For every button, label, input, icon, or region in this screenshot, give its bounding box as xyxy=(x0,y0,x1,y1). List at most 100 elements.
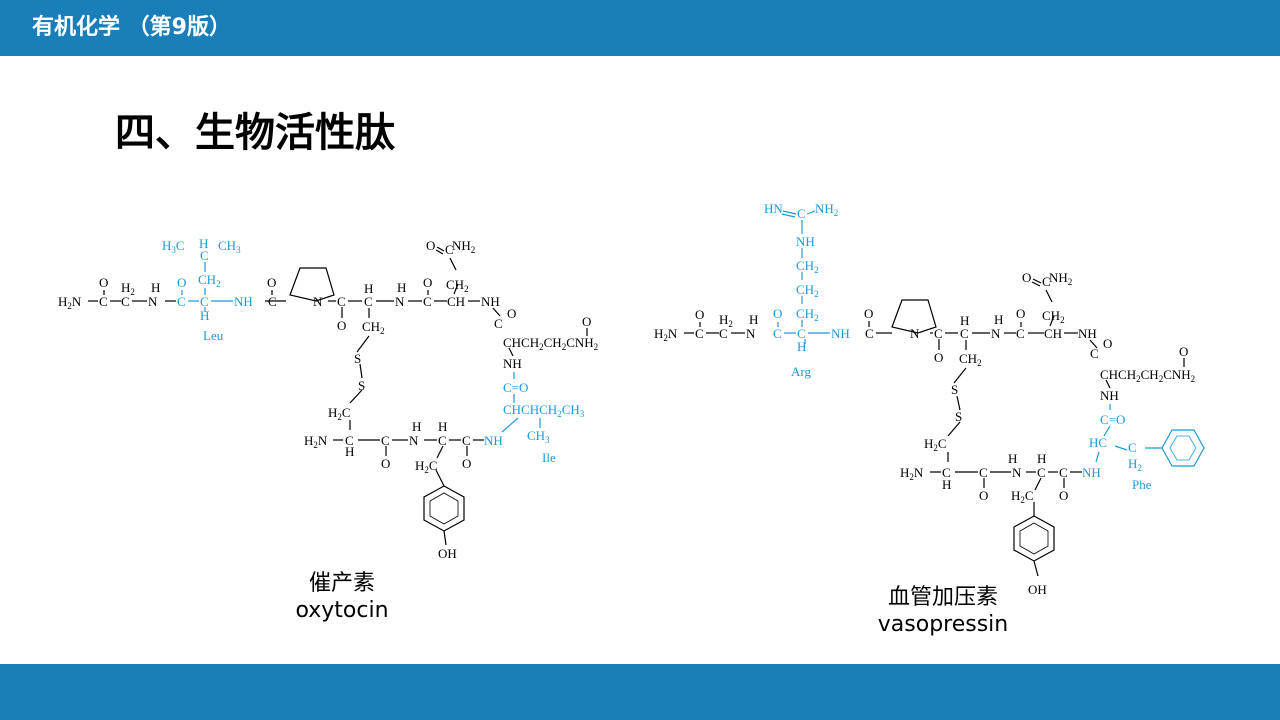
svg-text:HN: HN xyxy=(764,201,783,216)
svg-text:NH: NH xyxy=(503,356,522,371)
svg-text:C: C xyxy=(719,326,728,341)
oxytocin-caption: 催产素 oxytocin xyxy=(262,570,422,624)
svg-text:O: O xyxy=(1059,488,1068,503)
svg-text:O: O xyxy=(582,314,591,329)
svg-text:Ile: Ile xyxy=(542,450,556,465)
svg-text:O: O xyxy=(934,350,943,365)
svg-text:H: H xyxy=(345,444,354,459)
svg-text:C: C xyxy=(797,326,806,341)
svg-text:C: C xyxy=(337,294,346,309)
svg-text:NH: NH xyxy=(484,433,503,448)
svg-text:OH: OH xyxy=(438,546,457,561)
svg-text:H3C: H3C xyxy=(162,238,185,255)
vasopressin-name-en: vasopressin xyxy=(877,612,1009,637)
svg-text:N: N xyxy=(395,294,405,309)
vasopressin-name-cn: 血管加压素 xyxy=(887,585,998,610)
svg-text:NH: NH xyxy=(234,294,253,309)
svg-text:CH3: CH3 xyxy=(527,428,550,445)
svg-text:C: C xyxy=(1059,465,1068,480)
svg-text:N: N xyxy=(409,433,419,448)
svg-text:H: H xyxy=(960,313,969,328)
oxytocin-structure xyxy=(88,257,514,546)
svg-text:C: C xyxy=(268,294,277,309)
svg-text:C: C xyxy=(1016,326,1025,341)
svg-text:H: H xyxy=(397,280,406,295)
svg-text:Arg: Arg xyxy=(791,364,811,379)
svg-text:N: N xyxy=(910,326,920,341)
svg-text:C: C xyxy=(99,294,108,309)
vasopressin-caption: 血管加压素 vasopressin xyxy=(848,584,1038,638)
svg-text:H2N: H2N xyxy=(654,326,678,343)
oxytocin-highlight-atoms: H3C H C CH3 CH2 C O C H NH Leu C=O CHCHC… xyxy=(162,236,585,465)
svg-text:O: O xyxy=(1103,336,1112,351)
svg-text:H2C: H2C xyxy=(1011,488,1034,505)
svg-text:H2C: H2C xyxy=(415,458,438,475)
svg-text:CH2: CH2 xyxy=(796,306,819,323)
svg-text:S: S xyxy=(358,378,365,393)
vasopressin-highlight-atoms: HN C NH2 NH CH2 CH2 CH2 C O C H NH Arg C… xyxy=(764,201,1152,492)
svg-text:C: C xyxy=(960,326,969,341)
svg-text:H2N: H2N xyxy=(900,465,924,482)
svg-text:O: O xyxy=(1179,344,1188,359)
svg-text:C: C xyxy=(494,316,503,331)
svg-text:N: N xyxy=(313,294,323,309)
svg-text:CHCH2CH2CNH2: CHCH2CH2CNH2 xyxy=(1100,367,1195,384)
svg-text:H2C: H2C xyxy=(924,436,947,453)
svg-text:C: C xyxy=(200,294,209,309)
svg-text:CH2: CH2 xyxy=(1042,308,1065,325)
svg-text:H: H xyxy=(994,312,1003,327)
oxytocin-atoms: H2N C O C H2 N H C O N C O C H CH2 S S H… xyxy=(58,238,598,561)
svg-text:O: O xyxy=(1022,270,1031,285)
oxytocin-name-en: oxytocin xyxy=(295,598,389,623)
svg-text:H: H xyxy=(797,339,806,354)
svg-text:C=O: C=O xyxy=(1100,412,1125,427)
svg-text:H2: H2 xyxy=(121,280,135,297)
svg-text:H2C: H2C xyxy=(328,405,351,422)
svg-text:O: O xyxy=(864,306,873,321)
svg-text:O: O xyxy=(381,456,390,471)
svg-text:CH2: CH2 xyxy=(446,277,469,294)
svg-text:H: H xyxy=(1037,451,1046,466)
svg-text:H2N: H2N xyxy=(304,433,328,450)
svg-text:C: C xyxy=(462,433,471,448)
svg-text:O: O xyxy=(337,318,346,333)
svg-text:H: H xyxy=(412,419,421,434)
svg-text:Phe: Phe xyxy=(1132,477,1152,492)
svg-text:CH2: CH2 xyxy=(198,272,221,289)
svg-text:S: S xyxy=(354,351,361,366)
svg-text:O: O xyxy=(979,488,988,503)
svg-text:OH: OH xyxy=(1028,582,1047,597)
svg-text:C: C xyxy=(1128,440,1137,455)
footer-bar xyxy=(0,664,1280,720)
svg-text:O: O xyxy=(423,275,432,290)
svg-text:CHCHCH2CH3: CHCHCH2CH3 xyxy=(503,402,585,419)
svg-text:C: C xyxy=(773,326,782,341)
svg-text:CH2: CH2 xyxy=(362,319,385,336)
svg-text:C: C xyxy=(438,433,447,448)
svg-text:O: O xyxy=(695,307,704,322)
svg-text:C: C xyxy=(200,248,209,263)
header-bar: 有机化学 （第9版） xyxy=(0,0,1280,56)
oxytocin-highlight xyxy=(181,262,541,433)
svg-text:NH: NH xyxy=(831,326,850,341)
svg-text:O: O xyxy=(507,306,516,321)
svg-text:H: H xyxy=(199,236,208,251)
svg-text:CH2: CH2 xyxy=(796,258,819,275)
svg-text:H2: H2 xyxy=(719,312,733,329)
vasopressin-atoms: H2N C O C H2 N H C O N C O C H CH2 S S H… xyxy=(654,270,1195,597)
svg-text:CHCH2CH2CNH2: CHCH2CH2CNH2 xyxy=(503,335,598,352)
svg-text:N: N xyxy=(148,294,158,309)
svg-text:CH3: CH3 xyxy=(218,238,241,255)
svg-text:NH2: NH2 xyxy=(452,238,475,255)
svg-text:NH: NH xyxy=(796,234,815,249)
svg-text:H: H xyxy=(151,280,160,295)
svg-text:H: H xyxy=(1008,451,1017,466)
oxytocin-name-cn: 催产素 xyxy=(308,571,375,596)
svg-text:C: C xyxy=(1042,274,1051,289)
svg-text:H2: H2 xyxy=(1128,456,1142,473)
svg-text:H: H xyxy=(749,312,758,327)
svg-text:H: H xyxy=(364,281,373,296)
svg-text:NH2: NH2 xyxy=(1049,270,1072,287)
page-title: 四、生物活性肽 xyxy=(115,110,395,156)
svg-text:N: N xyxy=(1012,465,1022,480)
